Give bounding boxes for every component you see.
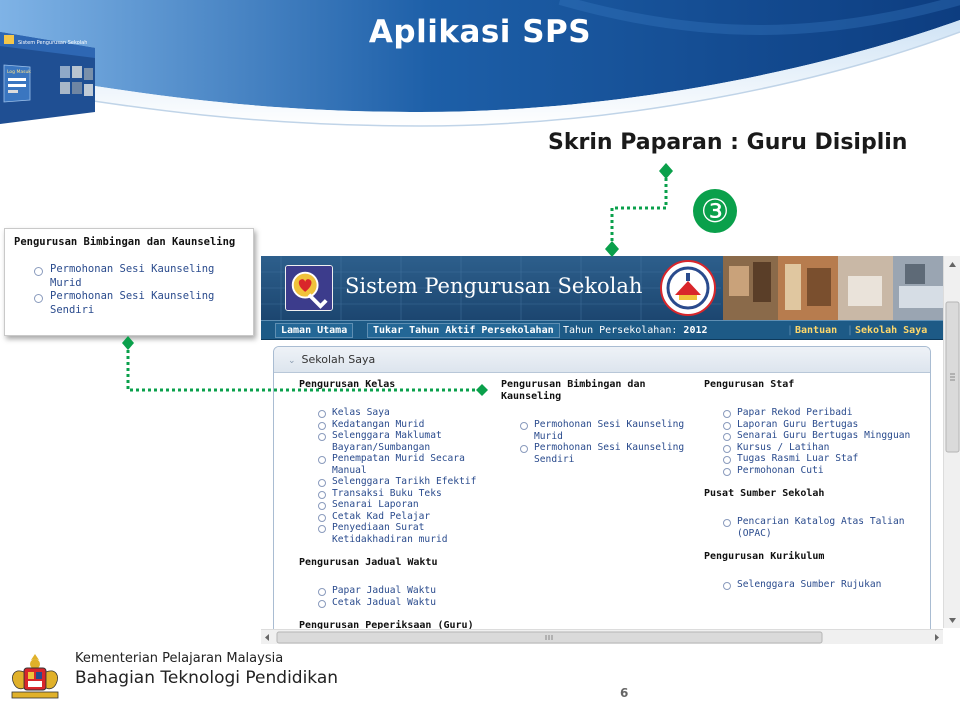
app-window: Sistem Pengurusan Sekolah Laman Utama Tu…	[261, 256, 960, 644]
school-year-label: Tahun Persekolahan: 2012	[563, 324, 708, 337]
screen-label: Skrin Paparan : Guru Disiplin	[548, 130, 908, 155]
page-number: 6	[620, 686, 629, 700]
callout-link[interactable]: Permohonan Sesi Kaunseling Sendiri	[34, 290, 244, 317]
panel-header[interactable]: ⌄ Sekolah Saya	[274, 347, 930, 373]
menu-link[interactable]: Cetak Jadual Waktu	[318, 597, 499, 609]
menu-link[interactable]: Pencarian Katalog Atas Talian (OPAC)	[723, 516, 919, 539]
section-title: Pengurusan Peperiksaan (Guru)	[299, 620, 474, 631]
scroll-up-icon	[949, 262, 956, 267]
school-year-label-text: Tahun Persekolahan:	[563, 325, 678, 336]
section-title: Pengurusan Kelas	[299, 379, 396, 390]
scroll-left-icon	[265, 634, 269, 641]
section-list: Papar Rekod Peribadi Laporan Guru Bertug…	[704, 407, 919, 476]
menu-link[interactable]: Permohonan Sesi Kaunseling Murid	[520, 419, 701, 442]
menu-link[interactable]: Cetak Kad Pelajar	[318, 511, 499, 523]
menu-link[interactable]: Selenggara Maklumat Bayaran/Sumbangan	[318, 430, 499, 453]
header-band	[0, 0, 960, 127]
section-list: Permohonan Sesi Kaunseling Murid Permoho…	[501, 419, 701, 465]
nav-change-year-button[interactable]: Tukar Tahun Aktif Persekolahan	[367, 323, 560, 338]
vertical-scrollbar-graphic	[945, 262, 960, 623]
ministry-name: Kementerian Pelajaran Malaysia	[75, 651, 284, 666]
menu-link[interactable]: Papar Jadual Waktu	[318, 585, 499, 597]
app-nav-bar: Laman Utama Tukar Tahun Aktif Persekolah…	[261, 320, 960, 340]
scroll-down-icon	[949, 618, 956, 623]
scroll-right-icon	[935, 634, 939, 641]
school-year-value: 2012	[683, 325, 708, 336]
app-logo-icon	[285, 265, 333, 311]
callout-title: Pengurusan Bimbingan dan Kaunseling	[14, 236, 236, 248]
section-title: Pengurusan Bimbingan dan Kaunseling	[501, 379, 646, 402]
panel-title: Sekolah Saya	[301, 353, 376, 366]
menu-link[interactable]: Kelas Saya	[318, 407, 499, 419]
nav-separator: |	[847, 325, 854, 336]
menu-link[interactable]: Penyediaan Surat Ketidakhadiran murid	[318, 522, 499, 545]
menu-link[interactable]: Permohonan Cuti	[723, 465, 919, 477]
step-number-badge: ③	[693, 189, 737, 233]
menu-link[interactable]: Kursus / Latihan	[723, 442, 919, 454]
nav-my-school-link[interactable]: Sekolah Saya	[855, 325, 928, 336]
my-school-panel: ⌄ Sekolah Saya Pengurusan Kelas Kelas Say…	[273, 346, 931, 636]
section-title: Pengurusan Kurikulum	[704, 551, 825, 562]
malaysia-coat-of-arms-icon	[11, 654, 59, 699]
menu-link[interactable]: Selenggara Sumber Rujukan	[723, 579, 919, 591]
nav-separator: |	[787, 325, 794, 336]
connector-diamond	[122, 336, 134, 350]
slide-title: Aplikasi SPS	[368, 14, 592, 50]
horizontal-scrollbar-graphic	[265, 631, 939, 644]
menu-link[interactable]: Papar Rekod Peribadi	[723, 407, 919, 419]
login-screen-thumbnail: Sistem Pengurusan Sekolah Log Masuk	[0, 32, 95, 124]
app-title: Sistem Pengurusan Sekolah	[345, 274, 643, 298]
menu-link[interactable]: Tugas Rasmi Luar Staf	[723, 453, 919, 465]
menu-link[interactable]: Senarai Laporan	[318, 499, 499, 511]
section-list: Kelas Saya Kedatangan Murid Selenggara M…	[299, 407, 499, 545]
chevron-down-icon: ⌄	[288, 356, 296, 366]
menu-column-3: Pengurusan Staf Papar Rekod Peribadi Lap…	[704, 379, 919, 603]
section-list: Papar Jadual Waktu Cetak Jadual Waktu	[299, 585, 499, 608]
menu-link[interactable]: Penempatan Murid Secara Manual	[318, 453, 499, 476]
thumbnail-login-label: Log Masuk	[7, 69, 31, 75]
menu-link[interactable]: Selenggara Tarikh Efektif	[318, 476, 499, 488]
menu-column-1: Pengurusan Kelas Kelas Saya Kedatangan M…	[299, 379, 499, 632]
vertical-scrollbar[interactable]	[943, 256, 960, 628]
horizontal-scrollbar[interactable]	[261, 629, 943, 644]
section-list: Pencarian Katalog Atas Talian (OPAC)	[704, 516, 919, 539]
menu-link[interactable]: Transaksi Buku Teks	[318, 488, 499, 500]
nav-home-button[interactable]: Laman Utama	[275, 323, 354, 338]
menu-link[interactable]: Laporan Guru Bertugas	[723, 419, 919, 431]
menu-link[interactable]: Permohonan Sesi Kaunseling Sendiri	[520, 442, 701, 465]
section-title: Pengurusan Staf	[704, 379, 795, 390]
section-title: Pusat Sumber Sekolah	[704, 488, 825, 499]
menu-link[interactable]: Senarai Guru Bertugas Mingguan	[723, 430, 919, 442]
app-banner: Sistem Pengurusan Sekolah	[261, 256, 960, 320]
banner-photos	[723, 256, 948, 320]
callout-box: Pengurusan Bimbingan dan Kaunseling Perm…	[4, 228, 254, 336]
menu-link[interactable]: Kedatangan Murid	[318, 419, 499, 431]
banner-texture	[261, 256, 721, 320]
division-name: Bahagian Teknologi Pendidikan	[75, 668, 339, 688]
ministry-crest-icon	[660, 260, 716, 316]
connector-diamond	[659, 163, 673, 179]
section-title: Pengurusan Jadual Waktu	[299, 557, 438, 568]
callout-list: Permohonan Sesi Kaunseling Murid Permoho…	[14, 263, 244, 317]
callout-link[interactable]: Permohonan Sesi Kaunseling Murid	[34, 263, 244, 290]
connector-diamond	[605, 241, 619, 257]
nav-help-link[interactable]: Bantuan	[795, 325, 838, 336]
menu-column-2: Pengurusan Bimbingan dan Kaunseling Perm…	[501, 379, 701, 477]
thumbnail-app-name: Sistem Pengurusan Sekolah	[18, 40, 87, 46]
section-list: Selenggara Sumber Rujukan	[704, 579, 919, 591]
